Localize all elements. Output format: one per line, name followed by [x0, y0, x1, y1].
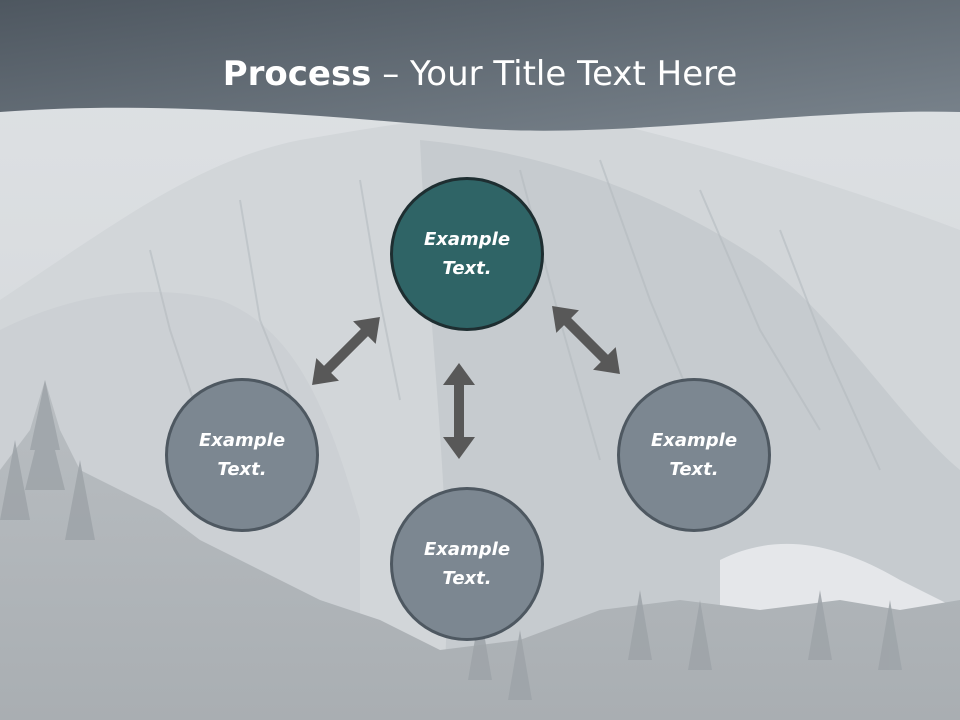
slide-title: Process – Your Title Text Here — [0, 52, 960, 96]
bottom-node: Example Text. — [390, 487, 544, 641]
left-node: Example Text. — [165, 378, 319, 532]
title-bold-part: Process — [222, 54, 372, 94]
center-node: Example Text. — [390, 177, 544, 331]
title-rest-part: – Your Title Text Here — [371, 54, 738, 94]
right-node: Example Text. — [617, 378, 771, 532]
